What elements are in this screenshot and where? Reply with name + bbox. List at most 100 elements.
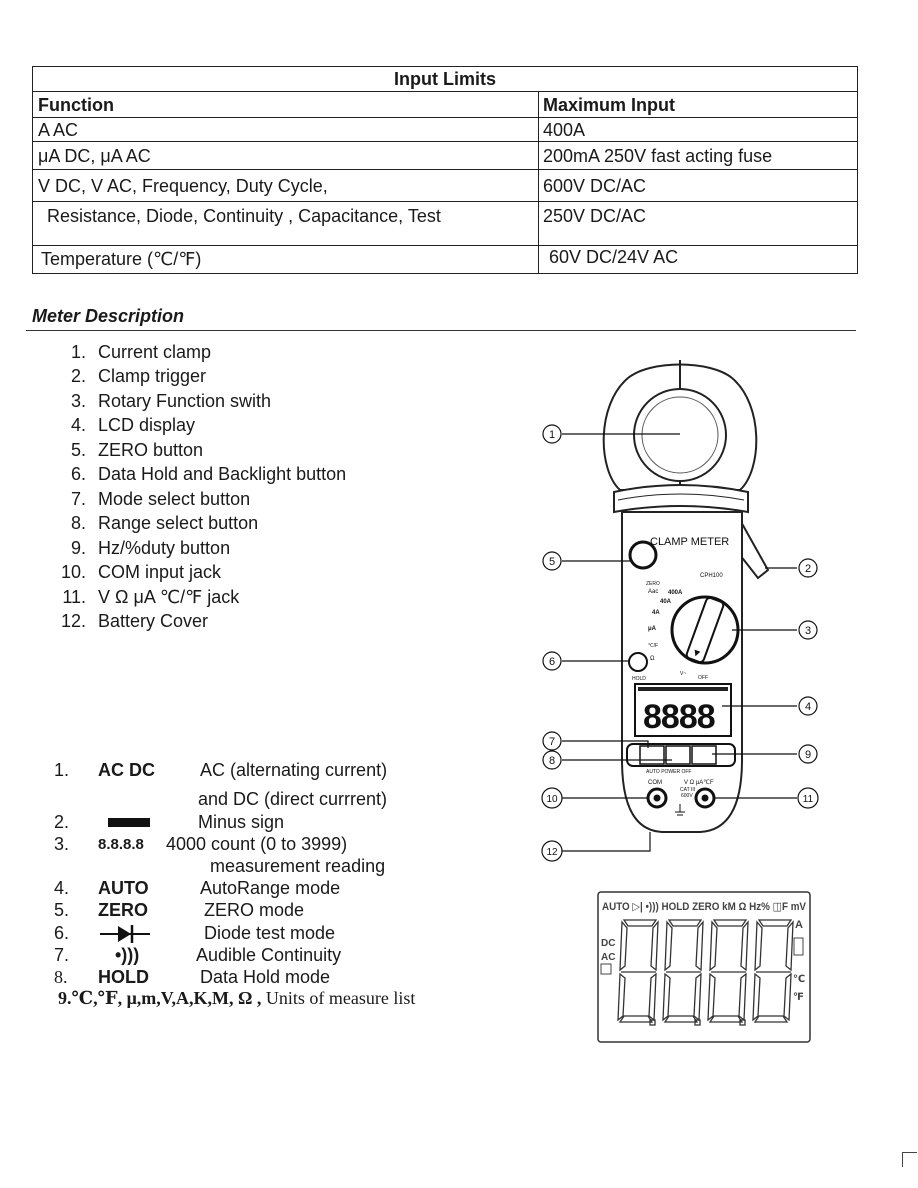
list-item: 10.COM input jack: [60, 562, 222, 582]
table-row: Resistance, Diode, Continuity , Capacita…: [33, 201, 857, 245]
lcd-digit: [752, 919, 794, 1023]
callout-8: 8: [549, 755, 555, 767]
row-max: 600V DC/AC: [543, 176, 647, 196]
list-item: 4.LCD display: [70, 415, 196, 435]
clamp-trigger: [739, 516, 770, 580]
symbol-num: 8.: [54, 967, 68, 987]
table-title: Input Limits: [394, 69, 496, 89]
lcd-digit: [617, 919, 659, 1023]
lcd-digit: [662, 919, 704, 1023]
symbol-num: 2.: [54, 812, 70, 832]
callout-4: 4: [805, 701, 811, 713]
symbol-auto: AUTO: [98, 878, 149, 898]
symbol-num: 7.: [54, 945, 70, 965]
input-limits-table: Input Limits Function Maximum Input A AC…: [32, 66, 858, 274]
row-function: Resistance, Diode, Continuity , Capacita…: [33, 202, 539, 245]
list-item: 5.ZERO button: [70, 440, 204, 460]
callout-6: 6: [549, 656, 555, 668]
row-function: μA DC, μA AC: [33, 142, 539, 169]
row-function: Temperature (℃/℉): [33, 246, 539, 274]
row-function: V DC, V AC, Frequency, Duty Cycle,: [33, 170, 539, 201]
table-row: μA DC, μA AC 200mA 250V fast acting fuse: [33, 141, 857, 169]
list-item: 12.Battery Cover: [60, 611, 209, 631]
symbol-count: 8.8.8.8: [98, 836, 144, 853]
table-row: A AC 400A: [33, 117, 857, 141]
lcd-amp-label: A: [795, 919, 803, 931]
svg-text:Ω: Ω: [650, 656, 655, 662]
svg-text:600V: 600V: [681, 793, 693, 799]
svg-text:AUTO POWER OFF: AUTO POWER OFF: [646, 769, 691, 775]
table-row: V DC, V AC, Frequency, Duty Cycle, 600V …: [33, 169, 857, 201]
range-button: [665, 745, 691, 765]
symbol-num: 4.: [54, 878, 70, 898]
hz-duty-button: [691, 745, 717, 765]
symbol-desc: and DC (direct currrent): [198, 789, 388, 809]
lcd-top-icons: AUTO ▷| •))) HOLD ZERO kM Ω Hz% ◫F mV: [602, 901, 807, 913]
row-max: 400A: [543, 120, 586, 140]
continuity-icon: •))): [115, 945, 140, 965]
lcd-segment-panel: AUTO ▷| •))) HOLD ZERO kM Ω Hz% ◫F mV DC…: [597, 891, 811, 1043]
callout-10: 10: [546, 794, 558, 805]
list-item: 2.Clamp trigger: [70, 366, 207, 386]
zero-button: [628, 540, 658, 570]
lcd-fahrenheit-label: ℉: [793, 992, 804, 1003]
callout-9: 9: [805, 749, 811, 761]
list-item: 1.Current clamp: [70, 342, 212, 362]
symbol-num: 5.: [54, 900, 70, 920]
header-function: Function: [33, 92, 539, 117]
svg-text:Aac: Aac: [648, 589, 658, 595]
battery-icon: [793, 937, 804, 956]
symbol-desc: Diode test mode: [204, 923, 336, 943]
table-header-row: Function Maximum Input: [33, 91, 857, 117]
symbol-hold: HOLD: [98, 967, 149, 987]
callout-11: 11: [803, 794, 814, 805]
list-item: 3.Rotary Function swith: [70, 391, 272, 411]
symbol-zero: ZERO: [98, 900, 149, 920]
symbol-desc: AC (alternating current): [200, 760, 388, 780]
svg-text:HOLD: HOLD: [632, 676, 646, 682]
brand-label: CLAMP METER: [650, 536, 729, 548]
list-item: 6.Data Hold and Backlight button: [70, 464, 347, 484]
section-divider: [26, 330, 856, 331]
diode-icon: [100, 925, 150, 943]
row-function: A AC: [33, 118, 539, 141]
row-max: 250V DC/AC: [543, 206, 647, 226]
callout-2: 2: [805, 563, 811, 575]
list-item: 7.Mode select button: [70, 489, 251, 509]
svg-text:4A: 4A: [652, 610, 660, 616]
list-item: 11.V Ω μA ℃/℉ jack: [62, 587, 240, 607]
symbol-desc: 4000 count (0 to 3999): [166, 834, 348, 854]
callout-3: 3: [805, 625, 811, 637]
section-title: Meter Description: [32, 306, 185, 326]
symbol-num: 3.: [54, 834, 70, 854]
lcd-digit: [707, 919, 749, 1023]
svg-text:40A: 40A: [660, 599, 672, 605]
callout-5: 5: [549, 556, 555, 568]
svg-text:V Ω μA℃F: V Ω μA℃F: [684, 779, 714, 786]
lcd-dc-label: DC: [601, 938, 615, 949]
row-max: 60V DC/24V AC: [549, 247, 679, 267]
symbol-desc: Data Hold mode: [200, 967, 331, 987]
lcd-celsius-label: ℃: [793, 974, 805, 985]
symbol-desc: ZERO mode: [204, 900, 305, 920]
symbol-ac-dc: AC DC: [98, 760, 155, 780]
mode-button: [639, 745, 665, 765]
svg-text:COM: COM: [648, 780, 662, 786]
symbol-desc: Audible Continuity: [196, 945, 342, 965]
callout-12: 12: [546, 847, 558, 858]
svg-text:℃/F: ℃/F: [648, 643, 658, 649]
row-max: 200mA 250V fast acting fuse: [543, 146, 773, 166]
lcd-display: [634, 683, 732, 737]
svg-text:μA: μA: [648, 626, 657, 632]
symbol-num: 1.: [54, 760, 70, 780]
list-item: 8.Range select button: [70, 513, 259, 533]
symbol-desc: AutoRange mode: [200, 878, 341, 898]
svg-text:CAT III: CAT III: [680, 787, 695, 793]
model-label: CPH100: [700, 573, 723, 579]
hold-button: [628, 652, 648, 672]
units-list: 9.℃,℉, μ,m,V,A,K,M, Ω , Units of measure…: [58, 988, 416, 1008]
table-row: Temperature (℃/℉) 60V DC/24V AC: [33, 245, 857, 274]
callout-7: 7: [549, 736, 555, 748]
lcd-ac-label: AC: [601, 952, 615, 963]
svg-text:ZERO: ZERO: [646, 581, 660, 587]
